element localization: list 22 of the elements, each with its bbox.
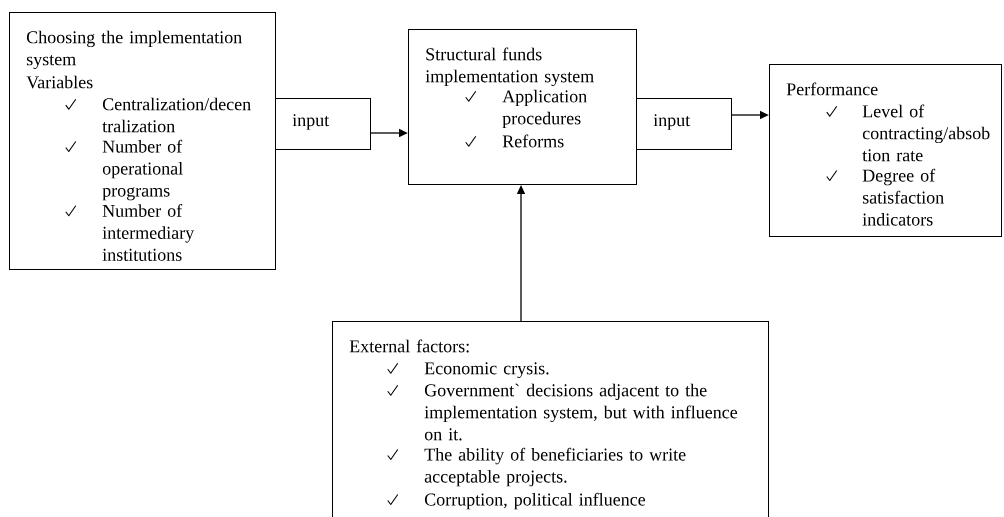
list-item: Application procedures <box>502 89 587 129</box>
list-item: Degree of satisfaction indicators <box>862 168 944 226</box>
list-item: Level of contracting/absob tion rate <box>862 104 990 162</box>
input-box: input <box>275 98 371 150</box>
list-item: Centralization/decen tralization <box>102 97 251 133</box>
text-box <box>9 12 276 270</box>
text-box <box>769 64 1002 237</box>
list-item: Corruption, political influence <box>424 492 646 510</box>
heading-text: Performance <box>786 82 878 96</box>
list-item: Number of intermediary institutions <box>102 204 195 261</box>
list-item: Government` decisions adjacent to the implementation system, but with influence on it. <box>424 383 738 441</box>
list-item: Economic crysis. <box>424 362 549 379</box>
input-box: input <box>636 98 732 150</box>
list-item: Reforms <box>502 134 564 148</box>
heading-text: External factors: <box>349 339 469 353</box>
heading-text: Variables <box>26 75 93 89</box>
heading-text: Choosing the implementation system <box>26 30 242 70</box>
text-box <box>408 29 637 185</box>
list-item: The ability of beneficiaries to write acceptable projects. <box>424 447 686 487</box>
list-item: Number of operational programs <box>102 139 183 201</box>
heading-text: Structural funds implementation system <box>425 47 594 87</box>
text-box <box>332 321 769 517</box>
